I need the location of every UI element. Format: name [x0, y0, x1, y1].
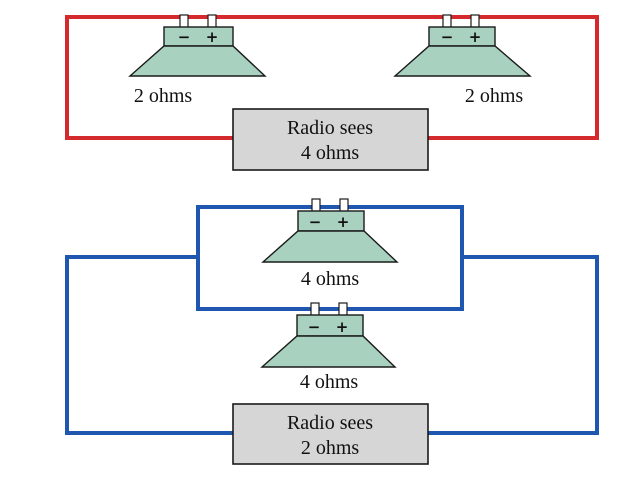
impedance-label: 2 ohms [465, 85, 524, 107]
speaker-magnet [428, 26, 496, 47]
plus-symbol: + [337, 213, 350, 231]
minus-symbol: − [178, 28, 191, 46]
series-wire [65, 15, 599, 140]
parallel-wire-outer-right [428, 255, 599, 435]
speaker-cone [128, 45, 267, 77]
terminal-positive [338, 302, 348, 317]
radio-label-line2: 2 ohms [301, 437, 360, 459]
speaker-magnet [163, 26, 234, 47]
speaker-top: − + 4 ohms [261, 198, 399, 290]
speaker-cone [260, 335, 397, 368]
series-wiring-diagram: − + 2 ohms − + 2 ohms Radio sees 4 ohms [65, 14, 599, 171]
parallel-wiring-diagram: − + 4 ohms − + 4 ohms Radio sees 2 ohms [65, 198, 599, 465]
radio-box [232, 403, 429, 465]
minus-symbol: − [308, 318, 321, 336]
minus-symbol: − [309, 213, 322, 231]
terminal-negative [311, 198, 321, 213]
radio-box-parallel: Radio sees 2 ohms [232, 403, 429, 465]
plus-symbol: + [336, 318, 349, 336]
impedance-label: 2 ohms [134, 85, 193, 107]
speaker-cone [393, 45, 532, 77]
radio-box [232, 108, 429, 171]
radio-label-line1: Radio sees [287, 412, 373, 434]
terminal-negative [442, 14, 452, 29]
plus-symbol: + [206, 28, 219, 46]
radio-box-series: Radio sees 4 ohms [232, 108, 429, 171]
speaker-cone [261, 230, 399, 263]
radio-label-line2: 4 ohms [301, 142, 360, 164]
plus-symbol: + [469, 28, 482, 46]
parallel-wire-outer-left [65, 255, 233, 435]
minus-symbol: − [441, 28, 454, 46]
terminal-negative [179, 14, 189, 29]
terminal-positive [207, 14, 217, 29]
terminal-negative [310, 302, 320, 317]
speaker-bottom: − + 4 ohms [260, 302, 397, 393]
speaker-left: − + 2 ohms [128, 14, 267, 107]
terminal-positive [339, 198, 349, 213]
terminal-positive [470, 14, 480, 29]
impedance-label: 4 ohms [300, 371, 359, 393]
impedance-label: 4 ohms [301, 268, 360, 290]
speaker-right: − + 2 ohms [393, 14, 532, 107]
radio-label-line1: Radio sees [287, 117, 373, 139]
